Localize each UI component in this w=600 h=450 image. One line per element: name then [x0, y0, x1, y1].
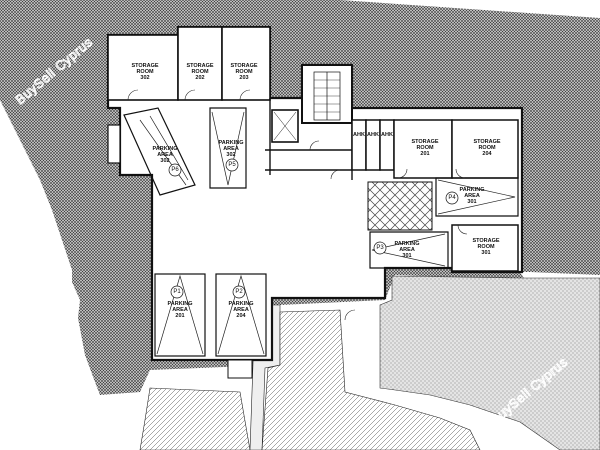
label-parking-p2-a: PARKING — [229, 301, 254, 307]
label-storage-202-b: ROOM — [191, 69, 209, 75]
badge-p2-circle — [232, 285, 246, 299]
parking-labels: PARKING AREA 302 PARKING AREA 302 PARKIN… — [153, 140, 485, 319]
label-storage-204-b: ROOM — [478, 145, 496, 151]
parking-badges — [168, 158, 459, 299]
label-ahk-3: AHK — [381, 132, 393, 138]
badge-p5: P5 — [228, 162, 236, 168]
label-parking-p2-b: AREA — [233, 307, 249, 313]
label-parking-p1-a: PARKING — [168, 301, 193, 307]
label-storage-301-c: 301 — [481, 250, 490, 256]
label-parking-p4-c: 301 — [467, 199, 476, 205]
label-parking-p3-c: 301 — [402, 253, 411, 259]
label-storage-203-c: 203 — [239, 75, 248, 81]
label-storage-204-a: STORAGE — [473, 139, 500, 145]
landscape-dotted — [379, 275, 600, 450]
bottom-entry-structure — [227, 359, 253, 379]
label-parking-p4-b: AREA — [464, 193, 480, 199]
badge-p6: P6 — [171, 167, 179, 173]
badge-p3: P3 — [376, 245, 384, 251]
garden-strip — [261, 309, 481, 450]
label-parking-p6-b: AREA — [157, 152, 173, 158]
parking-arrows — [139, 111, 516, 355]
label-parking-p2-c: 204 — [236, 313, 246, 319]
label-parking-p6-c: 302 — [160, 158, 169, 164]
label-storage-203-b: ROOM — [235, 69, 253, 75]
left-shaft — [107, 124, 121, 164]
label-storage-301-b: ROOM — [477, 244, 495, 250]
label-storage-201-c: 201 — [420, 151, 429, 157]
parking-badge-text: P6 P5 P4 P3 P1 P2 — [171, 162, 456, 295]
storage-block-right — [351, 119, 519, 272]
label-storage-302-b: ROOM — [136, 69, 154, 75]
stairwell — [301, 64, 353, 124]
label-storage-203-a: STORAGE — [230, 63, 257, 69]
label-parking-p1-c: 201 — [175, 313, 184, 319]
label-ahk-1: AHK — [353, 132, 365, 138]
elevator — [271, 109, 299, 143]
label-storage-302-a: STORAGE — [131, 63, 158, 69]
tiled-lobby — [367, 181, 433, 231]
label-parking-p5-c: 302 — [226, 152, 235, 158]
label-parking-p3-a: PARKING — [395, 241, 420, 247]
badge-p1: P1 — [173, 289, 181, 295]
label-storage-201-a: STORAGE — [411, 139, 438, 145]
badge-p4-circle — [445, 191, 459, 205]
label-storage-301-a: STORAGE — [472, 238, 499, 244]
label-parking-p4-a: PARKING — [460, 187, 485, 193]
label-parking-p6-a: PARKING — [153, 146, 178, 152]
badge-p3-circle — [373, 241, 387, 255]
label-ahk-2: AHK — [367, 132, 379, 138]
door-swings — [127, 89, 468, 321]
room-labels: STORAGE ROOM 302 STORAGE ROOM 202 STORAG… — [131, 63, 500, 256]
badge-p6-circle — [168, 163, 182, 177]
badge-p4: P4 — [448, 195, 456, 201]
label-storage-201-b: ROOM — [416, 145, 434, 151]
label-storage-302-c: 302 — [140, 75, 149, 81]
label-parking-p3-b: AREA — [399, 247, 415, 253]
label-parking-p5-a: PARKING — [219, 140, 244, 146]
label-storage-202-a: STORAGE — [186, 63, 213, 69]
label-parking-p5-b: AREA — [223, 146, 239, 152]
badge-p5-circle — [225, 158, 239, 172]
ramp-area — [139, 387, 251, 450]
label-parking-p1-b: AREA — [172, 307, 188, 313]
badge-p2: P2 — [235, 289, 243, 295]
parking-outlines — [123, 107, 519, 357]
storage-block-top — [107, 26, 271, 101]
badge-p1-circle — [170, 285, 184, 299]
label-storage-202-c: 202 — [195, 75, 204, 81]
label-storage-204-c: 204 — [482, 151, 492, 157]
